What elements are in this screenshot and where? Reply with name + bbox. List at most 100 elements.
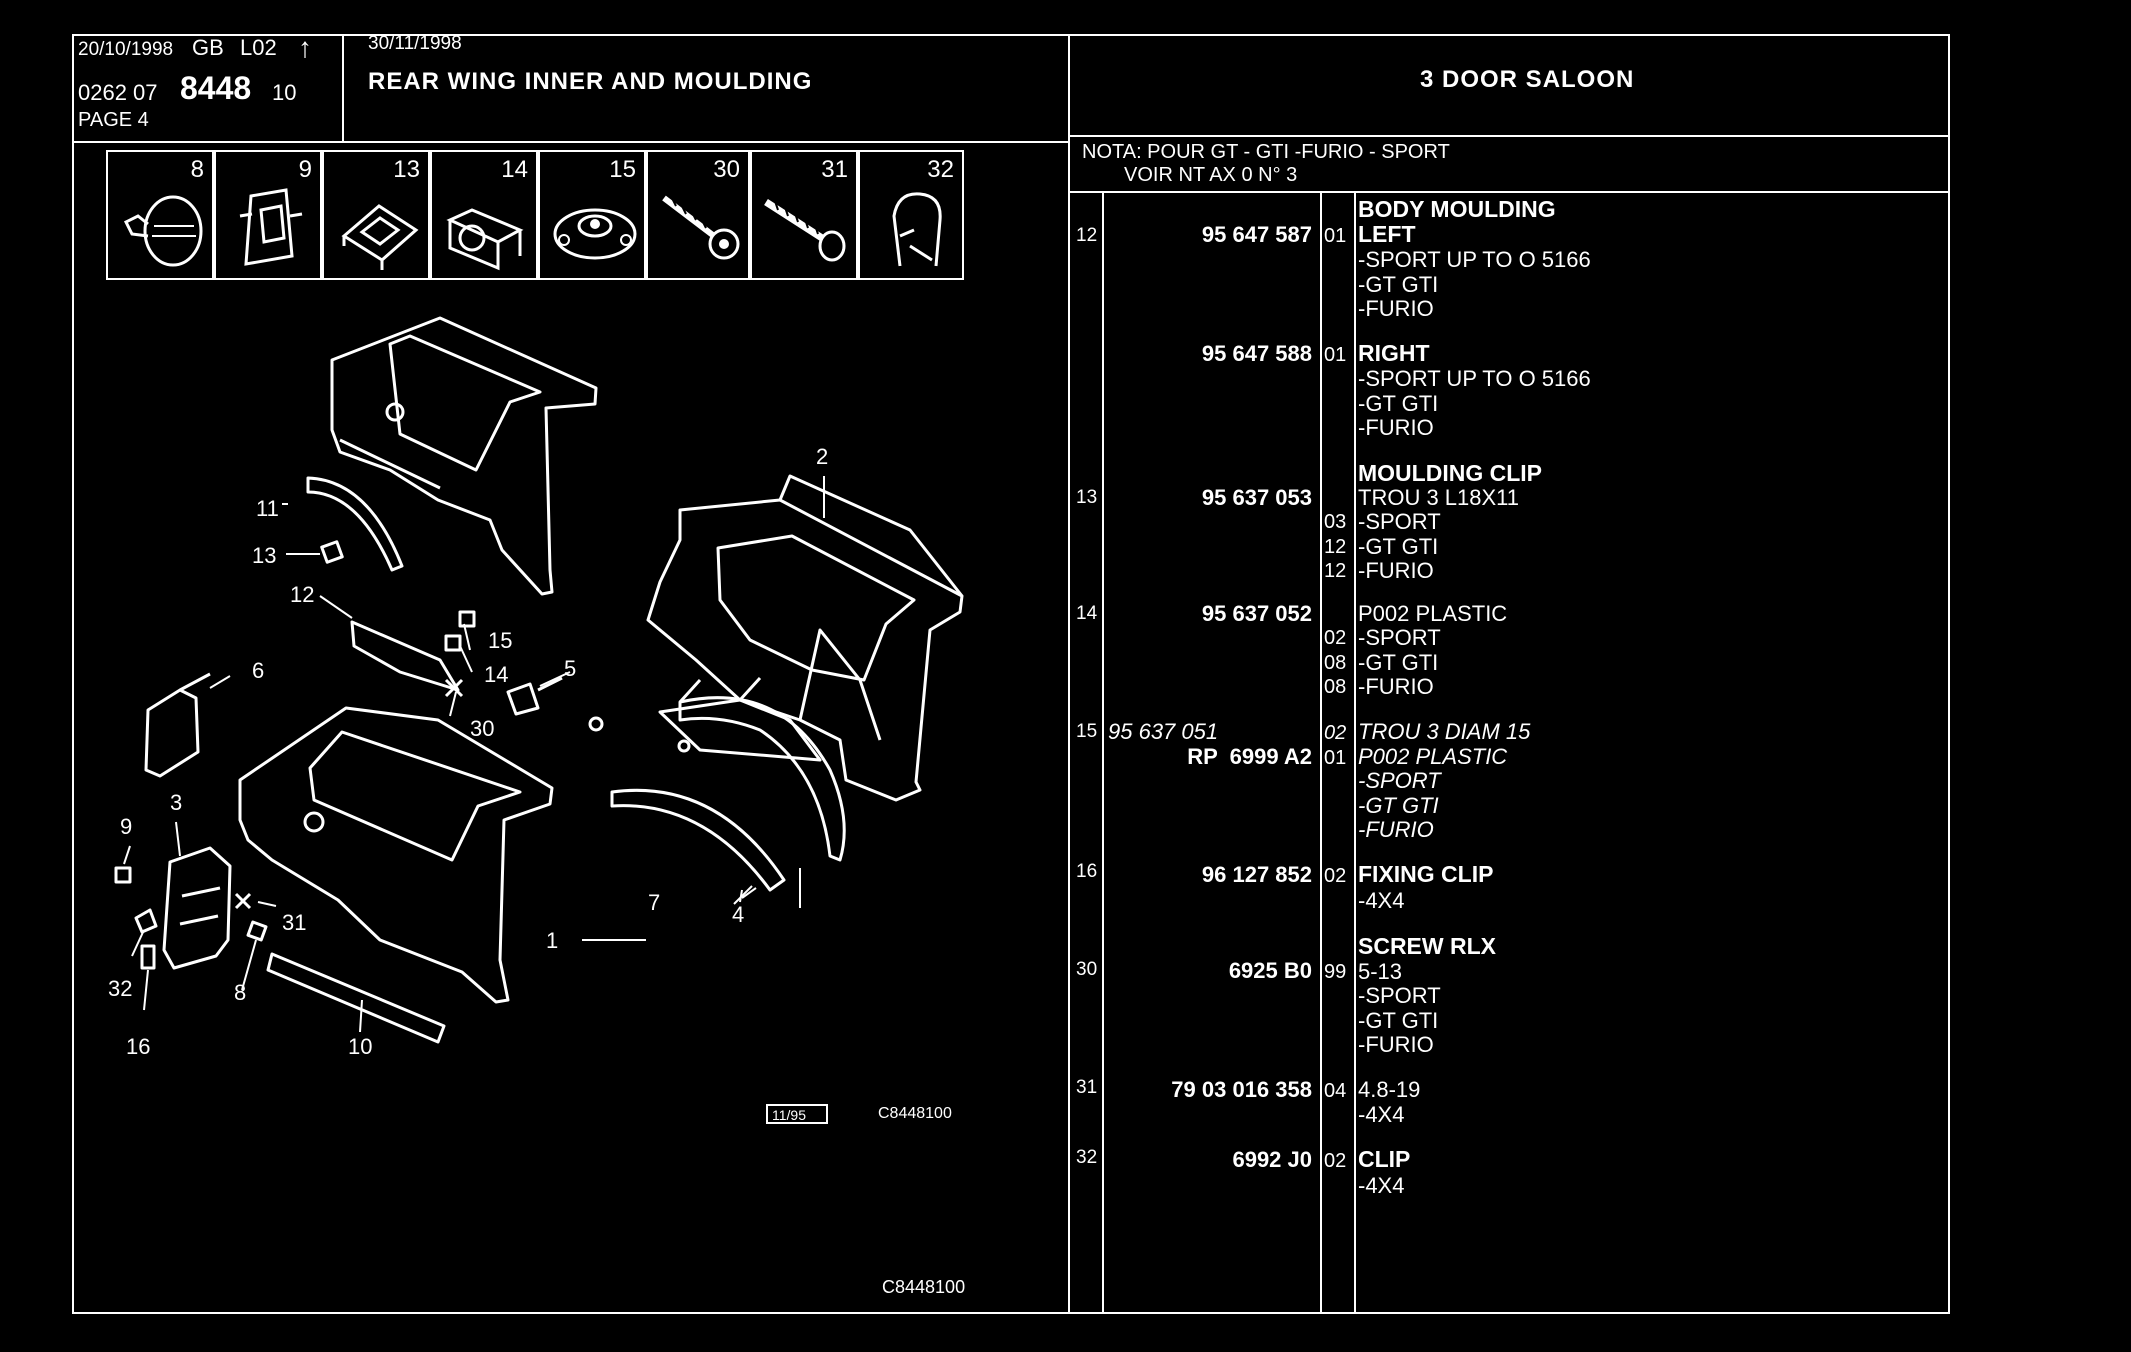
divider-col-ref [1102,192,1104,1314]
callout-12: 12 [290,582,315,607]
part-31-ref: 31 [1076,1077,1098,1098]
callout-32: 32 [108,976,133,1001]
part-12r-qty: 01 [1324,344,1347,366]
part-15-qty-2: 01 [1324,747,1347,769]
retainer-clip-icon [446,208,524,271]
part-12-qty: 01 [1324,225,1347,247]
header-list-code: L02 [240,35,277,60]
header-date-right: 30/11/1998 [368,33,462,54]
part-16-line-1: -4X4 [1358,888,1405,913]
part-14-qty-1: 02 [1324,627,1347,649]
icon-box-number: 30 [713,156,740,183]
part-14-first-line: P002 PLASTIC [1358,601,1508,626]
header-arrow-icon: ↑ [298,32,312,63]
callout-13: 13 [252,543,277,568]
part-12r-label: RIGHT [1358,340,1430,366]
part-30-heading: SCREW RLX [1358,933,1496,959]
icon-box-number: 9 [298,156,312,183]
part-12r-line-2: -GT GTI [1358,391,1439,416]
callout-2: 2 [816,444,829,469]
icon-box-number: 13 [393,156,420,183]
page-frame [72,34,1950,1314]
callout-7: 7 [648,890,661,915]
part-32-label: CLIP [1358,1146,1411,1172]
part-30-qty: 99 [1324,961,1347,983]
divider-nota-bottom [1068,191,1950,193]
part-30-number: 6925 B0 [1228,958,1312,983]
callout-10: 10 [348,1034,373,1059]
icon-box-number: 31 [821,156,848,183]
part-32-line-1: -4X4 [1358,1173,1405,1198]
part-15-italic-line: TROU 3 DIAM 15 [1358,719,1531,744]
divider-col-qty [1354,192,1356,1314]
header-page: PAGE 4 [78,109,149,131]
divider-header-left-bottom [72,141,1069,143]
part-15-number-2: RP 6999 A2 [1187,744,1312,769]
divider-header-left-mid [342,34,344,142]
part-13-heading: MOULDING CLIP [1358,460,1542,486]
callout-4: 4 [732,902,745,927]
part-13-first-line: TROU 3 L18X11 [1358,485,1520,510]
part-31-first-line: 4.8-19 [1358,1077,1421,1102]
self-tapping-screw-icon [764,197,846,262]
part-16-qty: 02 [1324,865,1347,887]
part-12-label: LEFT [1358,221,1416,247]
header-catalog-suffix: 10 [272,80,297,105]
divider-col-part [1320,192,1322,1314]
icon-box-9: 9 [214,150,322,280]
part-13-qty-3: 12 [1324,560,1347,582]
icon-box-number: 15 [609,156,636,183]
part-15-ref: 15 [1076,721,1098,742]
part-13-line-3: -FURIO [1358,558,1434,583]
clip-bracket-icon [239,188,303,266]
part-30-line-2: -GT GTI [1358,1008,1439,1033]
part-14-qty-3: 08 [1324,676,1347,698]
callout-9: 9 [120,814,133,839]
part-16-label: FIXING CLIP [1358,861,1494,887]
part-30-first-line: 5-13 [1358,959,1403,984]
round-plastic-clip-icon [553,208,637,260]
nota-line-1: NOTA: POUR GT - GTI -FURIO - SPORT [1082,141,1450,163]
part-13-number: 95 637 053 [1201,485,1312,510]
part-15-line-3: -GT GTI [1358,793,1439,818]
part-30-ref: 30 [1076,959,1098,980]
part-32-ref: 32 [1076,1147,1098,1168]
part-14-line-1: -SPORT [1358,625,1441,650]
header-lang-code: GB [192,35,224,60]
part-12r-line-1: -SPORT UP TO O 5166 [1358,366,1591,391]
part-31-qty: 04 [1324,1080,1347,1102]
part-14-ref: 14 [1076,603,1098,624]
callout-14: 14 [484,662,509,687]
date-box-text: 11/95 [772,1107,806,1123]
callout-5: 5 [564,656,577,681]
part-14-qty-2: 08 [1324,652,1347,674]
part-13-line-1: -SPORT [1358,509,1441,534]
part-15-qty-italic: 02 [1324,722,1347,744]
part-30-line-1: -SPORT [1358,983,1441,1008]
icon-box-number: 32 [927,156,954,183]
icon-box-8: 8 [106,150,214,280]
part-12-line-2: -GT GTI [1358,272,1439,297]
part-13-qty-2: 12 [1324,536,1347,558]
icon-box-14: 14 [430,150,538,280]
part-12r-line-3: -FURIO [1358,415,1434,440]
icon-box-15: 15 [538,150,646,280]
part-32-number: 6992 J0 [1232,1147,1312,1172]
square-clip-icon [341,204,419,270]
part-30-line-3: -FURIO [1358,1032,1434,1057]
model-title: 3 DOOR SALOON [1420,66,1635,93]
push-rivet-icon [123,195,203,267]
part-16-number: 96 127 852 [1201,862,1312,887]
callout-8: 8 [234,980,247,1005]
part-12-ref: 12 [1076,225,1098,246]
part-12r-number: 95 647 588 [1201,341,1312,366]
part-15-line-1: P002 PLASTIC [1358,744,1508,769]
section-title: REAR WING INNER AND MOULDING [368,68,813,95]
callout-15: 15 [488,628,513,653]
part-13-qty-1: 03 [1324,511,1347,533]
divider-vertical-main [1068,34,1070,1314]
icon-box-31: 31 [750,150,858,280]
header-date-left: 20/10/1998 [78,39,174,60]
divider-header-right-bottom [1068,135,1950,137]
part-12-number: 95 647 587 [1201,222,1312,247]
